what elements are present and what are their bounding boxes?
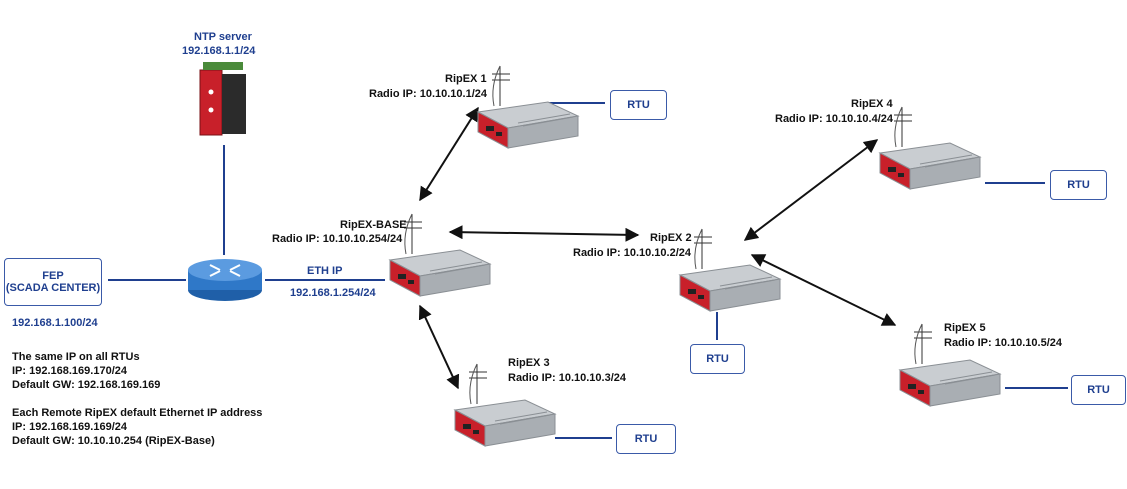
rtu-notes-heading: The same IP on all RTUs	[12, 351, 140, 363]
rtu-box-ripex1: RTU	[610, 90, 667, 120]
radio-link-base-ripex1	[419, 106, 479, 202]
ripex2-radio-ip: Radio IP: 10.10.10.2/24	[573, 247, 692, 259]
radio-link-base-ripex3	[418, 304, 460, 390]
base-radio-ip: Radio IP: 10.10.10.254/24	[272, 233, 403, 245]
remote-notes-ip: IP: 192.168.169.169/24	[12, 421, 127, 433]
radio-link-ripex2-ripex4	[743, 139, 879, 241]
remote-notes-heading: Each Remote RipEX default Ethernet IP ad…	[12, 407, 263, 419]
ripex5-radio-ip: Radio IP: 10.10.10.5/24	[944, 337, 1063, 349]
router-icon	[188, 259, 262, 301]
fep-box: FEP (SCADA CENTER)	[4, 258, 102, 306]
radio-link-ripex2-ripex5	[750, 254, 897, 326]
ripex2-device	[679, 228, 781, 312]
remote-notes: Each Remote RipEX default Ethernet IP ad…	[12, 406, 262, 448]
eth-ip: 192.168.1.254/24	[290, 287, 376, 299]
rtu-box-ripex3: RTU	[616, 424, 676, 454]
ripex4-radio-ip: Radio IP: 10.10.10.4/24	[775, 113, 894, 125]
ripex3-name: RipEX 3	[508, 357, 550, 369]
fep-ip: 192.168.1.100/24	[12, 317, 98, 329]
rtu-notes: The same IP on all RTUs IP: 192.168.169.…	[12, 350, 160, 392]
ripex3-radio-ip: Radio IP: 10.10.10.3/24	[508, 372, 627, 384]
ripex1-radio-ip: Radio IP: 10.10.10.1/24	[369, 88, 488, 100]
ntp-server-device	[199, 62, 246, 136]
rtu-box-ripex2: RTU	[690, 344, 745, 374]
ripex1-name: RipEX 1	[445, 73, 487, 85]
ripex4-device	[879, 106, 981, 190]
ntp-ip: 192.168.1.1/24	[182, 45, 256, 57]
rtu-box-ripex4: RTU	[1050, 170, 1107, 200]
ripex4-name: RipEX 4	[851, 98, 893, 110]
rtu-box-ripex5: RTU	[1071, 375, 1126, 405]
rtu-notes-gw: Default GW: 192.168.169.169	[12, 379, 161, 391]
ripex1-device	[477, 65, 579, 149]
eth-label: ETH IP	[307, 265, 343, 277]
fep-label-line2: (SCADA CENTER)	[5, 282, 101, 294]
base-name: RipEX-BASE	[340, 219, 407, 231]
ripex2-name: RipEX 2	[650, 232, 692, 244]
radio-link-base-ripex2	[448, 225, 640, 242]
rtu-notes-ip: IP: 192.168.169.170/24	[12, 365, 127, 377]
ripex5-name: RipEX 5	[944, 322, 986, 334]
remote-notes-gw: Default GW: 10.10.10.254 (RipEX-Base)	[12, 435, 215, 447]
ntp-title: NTP server	[194, 31, 252, 43]
fep-label-line1: FEP	[42, 270, 64, 282]
